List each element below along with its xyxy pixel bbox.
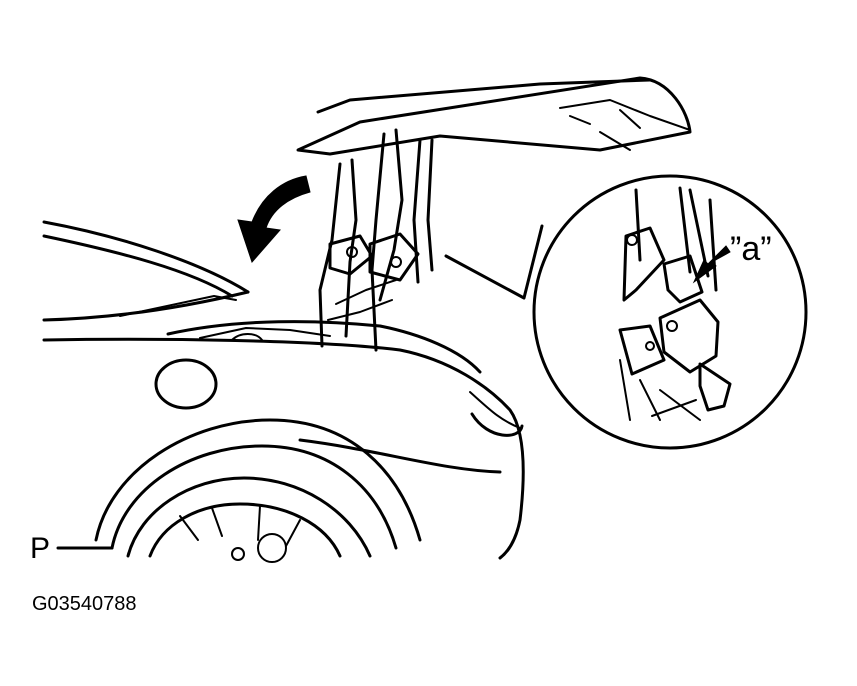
pointer-label: P bbox=[30, 532, 51, 565]
fuel-door bbox=[154, 358, 218, 410]
car-body bbox=[42, 220, 525, 563]
detail-callout bbox=[444, 174, 808, 450]
detail-arrow-icon bbox=[692, 245, 731, 284]
callout-label: ”a” bbox=[730, 230, 772, 268]
figure-code: G03540788 bbox=[32, 593, 137, 615]
trunk-lid bbox=[296, 76, 692, 156]
hinge-linkage bbox=[318, 128, 434, 352]
curved-arrow-icon bbox=[237, 175, 311, 263]
